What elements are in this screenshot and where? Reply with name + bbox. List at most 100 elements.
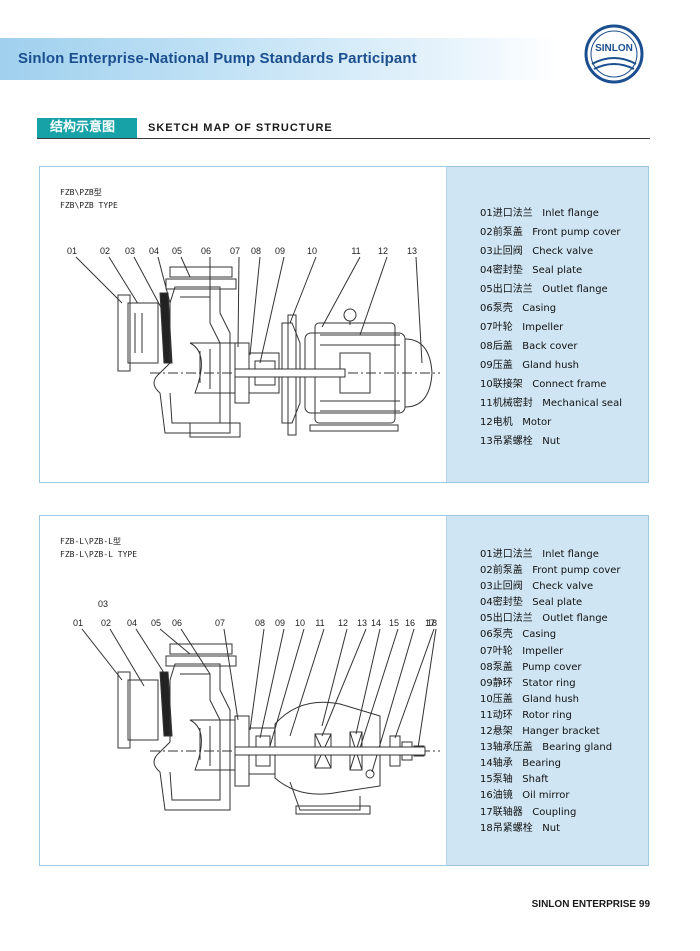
legend-item: 09压盖 Gland hush (480, 360, 580, 371)
model-type-cn: FZB-L\PZB-L型 (60, 537, 121, 546)
callout-leader (394, 628, 435, 739)
callout-label: 04 (149, 246, 159, 256)
model-type-en: FZB\PZB TYPE (60, 201, 118, 210)
callout-label: 13 (407, 246, 417, 256)
callout-label: 09 (275, 618, 285, 628)
callout-leader (249, 628, 265, 731)
callout-leader (133, 256, 165, 314)
legend-item: 03止回阀 Check valve (480, 246, 594, 257)
callout-leader (417, 628, 437, 749)
legend-item: 08后盖 Back cover (480, 341, 578, 352)
callout-leader (269, 628, 305, 747)
legend-item: 12电机 Motor (480, 417, 552, 428)
legend-item: 10联接架 Connect frame (480, 379, 607, 390)
structure-panel-fzb: FZB\PZB型 FZB\PZB TYPE 01 02 03 04 05 06 07 08 09… (39, 166, 649, 483)
legend-item: 07叶轮 Impeller (480, 645, 564, 657)
callout-leader (355, 628, 381, 735)
model-type-cn: FZB\PZB型 (60, 188, 102, 197)
legend-item: 01进口法兰 Inlet flange (480, 208, 599, 219)
callout-label: 08 (255, 618, 265, 628)
callout-label: 01 (67, 246, 77, 256)
callout-label: 12 (338, 618, 348, 628)
callout-label: 02 (101, 618, 111, 628)
legend-item: 03止回阀 Check valve (480, 581, 594, 593)
callout-label: 10 (307, 246, 317, 256)
legend-item: 10压盖 Gland hush (480, 693, 580, 705)
logo-text: SINLON (595, 43, 633, 54)
callout-leader (159, 628, 191, 655)
callout-leader (180, 628, 211, 675)
legend-item: 11动环 Rotor ring (480, 709, 572, 721)
legend-item: 17联轴器 Coupling (480, 806, 577, 818)
callout-leader (321, 256, 361, 328)
legend-item: 13吊紧螺栓 Nut (480, 436, 561, 447)
callout-leader (75, 256, 123, 304)
callout-leader (289, 628, 325, 737)
callout-label: 03 (98, 599, 108, 609)
callout-label: 09 (275, 246, 285, 256)
legend-item: 05出口法兰 Outlet flange (480, 613, 608, 625)
callout-leader (223, 628, 239, 721)
callout-label: 06 (172, 618, 182, 628)
callout-label: 08 (251, 246, 261, 256)
legend-background (446, 167, 648, 482)
legend-item: 07叶轮 Impeller (480, 322, 564, 333)
callout-label: 02 (100, 246, 110, 256)
callout-leader (321, 628, 367, 737)
callout-leader (359, 256, 388, 336)
section-heading: 结构示意图 SKETCH MAP OF STRUCTURE (37, 118, 650, 140)
callout-label: 12 (378, 246, 388, 256)
legend-item: 08泵盖 Pump cover (480, 661, 582, 673)
callout-leader (259, 256, 285, 364)
callout-leader (81, 628, 123, 681)
legend-item: 13轴承压盖 Bearing gland (480, 742, 613, 754)
callout-leader (359, 628, 399, 749)
legend-item: 06泵壳 Casing (480, 629, 557, 641)
legend-item: 02前泵盖 Front pump cover (480, 565, 621, 577)
callout-label: 06 (201, 246, 211, 256)
callout-leader (108, 256, 141, 308)
callout-label: 11 (351, 246, 360, 256)
legend-item: 18吊紧螺栓 Nut (480, 822, 561, 834)
legend-item: 11机械密封 Mechanical seal (480, 398, 622, 409)
model-type-en: FZB-L\PZB-L TYPE (60, 550, 138, 559)
page-footer: SINLON ENTERPRISE 99 (531, 899, 650, 910)
callout-label: 03 (125, 246, 135, 256)
legend-item: 14轴承 Bearing (480, 758, 561, 770)
callout-leader (249, 256, 261, 356)
callout-label: 18 (427, 618, 437, 628)
pump-diagram-fzb: 01 02 03 04 05 06 07 08 09 10 11 12 13 (67, 246, 440, 438)
header-banner: Sinlon Enterprise-National Pump Standard… (0, 38, 700, 80)
callout-leader (135, 628, 167, 677)
legend-item: 05出口法兰 Outlet flange (480, 284, 608, 295)
page-title: Sinlon Enterprise-National Pump Standard… (18, 50, 417, 67)
section-title-en: SKETCH MAP OF STRUCTURE (148, 122, 333, 134)
legend-item: 16油镜 Oil mirror (480, 790, 570, 802)
legend-item: 04密封垫 Seal plate (480, 265, 583, 276)
callout-leader (259, 628, 285, 739)
legend-item: 01进口法兰 Inlet flange (480, 549, 599, 560)
callout-label: 01 (73, 618, 83, 628)
legend-item: 15泵轴 Shaft (480, 774, 549, 786)
section-title-cn: 结构示意图 (37, 118, 137, 138)
parts-legend-fzb: 01进口法兰 Inlet flange 02前泵盖 Front pump cov… (480, 204, 622, 451)
callout-label: 14 (371, 618, 381, 628)
callout-label: 15 (389, 618, 399, 628)
structure-panel-fzb-l: FZB-L\PZB-L型 FZB-L\PZB-L TYPE 01 02 04 05 06… (39, 515, 649, 866)
legend-item: 09静环 Stator ring (480, 677, 576, 689)
callout-label: 07 (230, 246, 240, 256)
callout-label: 04 (127, 618, 137, 628)
callout-leader (321, 628, 348, 727)
section-divider (37, 138, 650, 139)
callout-leader (289, 256, 317, 324)
legend-item: 02前泵盖 Front pump cover (480, 227, 621, 238)
callout-label: 13 (357, 618, 367, 628)
callout-label: 05 (151, 618, 161, 628)
callout-label: 05 (172, 246, 182, 256)
legend-background (446, 516, 648, 865)
sinlon-logo: SINLON (584, 24, 644, 84)
callout-leader (237, 256, 240, 348)
callout-label: 07 (215, 618, 225, 628)
callout-label: 16 (405, 618, 415, 628)
